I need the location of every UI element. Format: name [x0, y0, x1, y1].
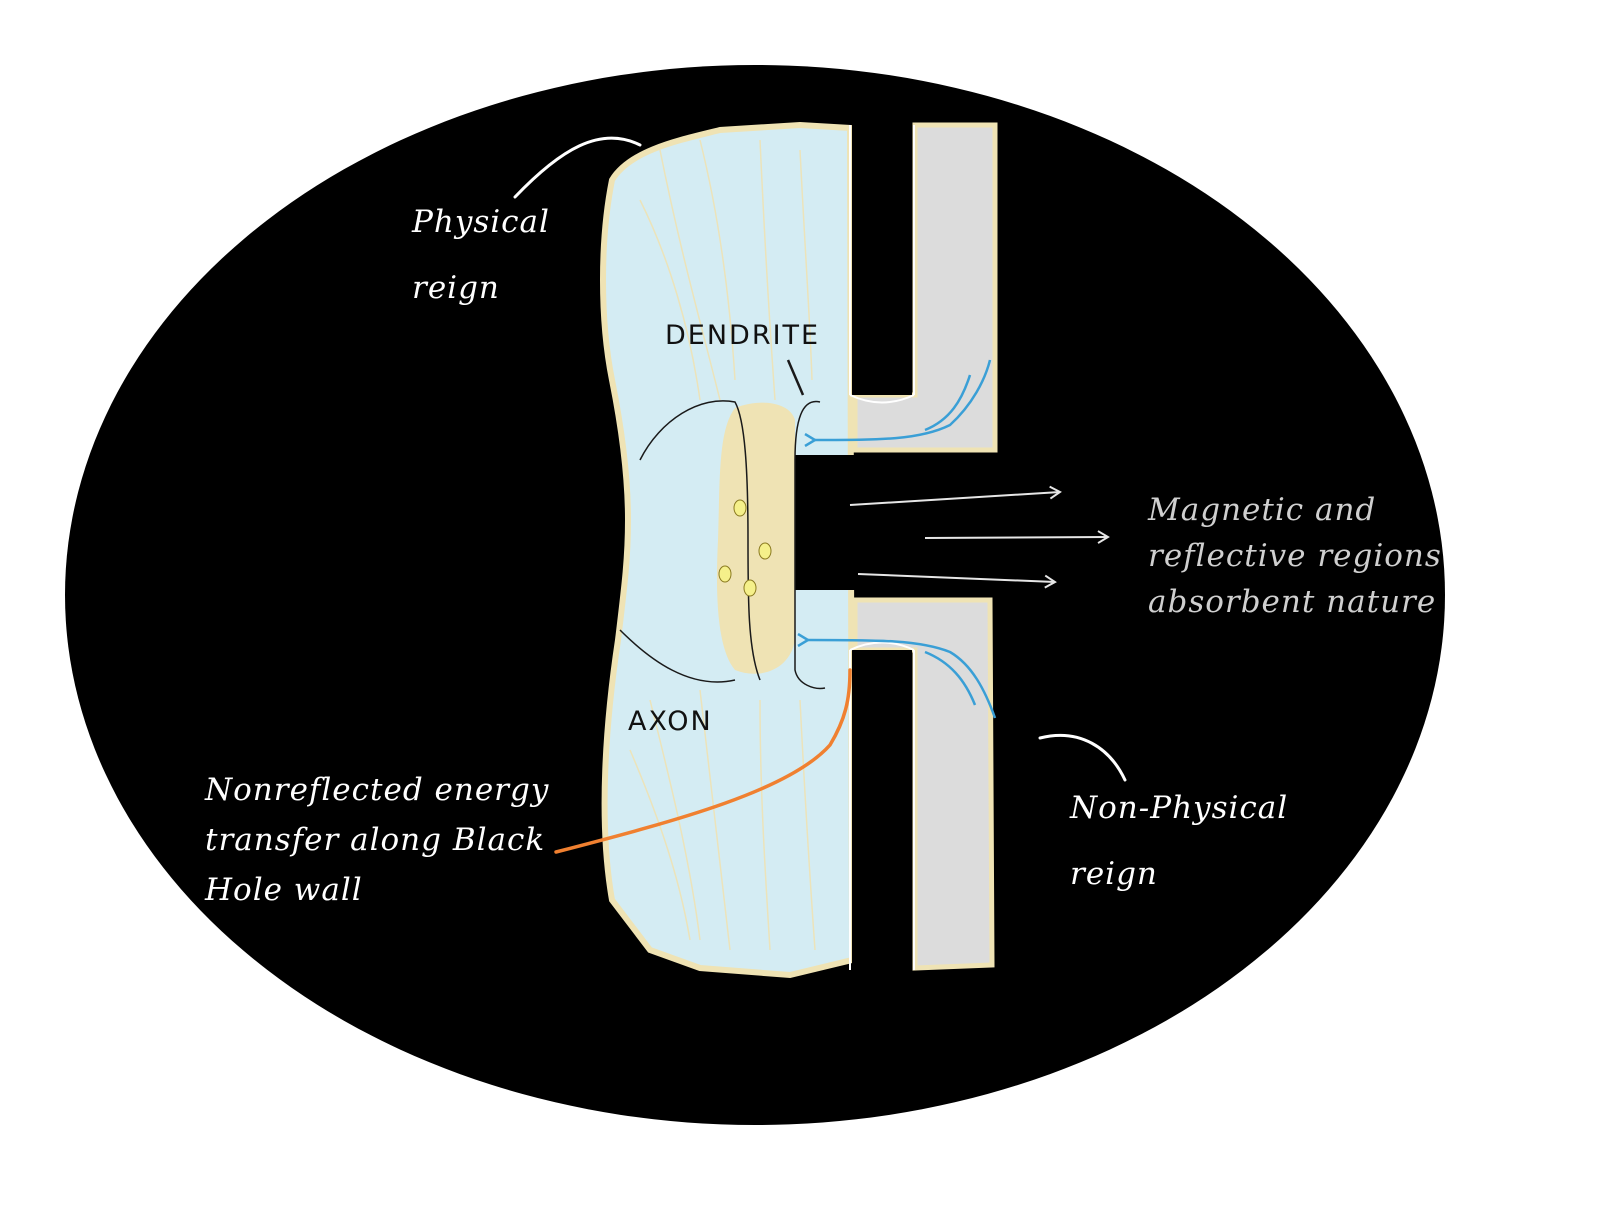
black-hole-wall [768, 125, 1040, 970]
nonphysical-leader [1038, 733, 1127, 782]
vesicle [743, 579, 757, 597]
energy-flow-arrow-top-inner [924, 374, 972, 432]
physical-label-line1: Physical [411, 204, 550, 240]
nonphysical-label-line1: Non-Physical [1069, 790, 1288, 826]
magnetic-label-line1: Magnetic and [1147, 492, 1376, 528]
nonphysical-label-line2: reign [1070, 856, 1158, 892]
outward-arrow [924, 530, 1110, 544]
leader-lines [513, 136, 1127, 782]
vesicles [718, 499, 772, 597]
axon-label: AXON [628, 706, 713, 737]
energy-flow-arrows [808, 359, 997, 719]
nonreflected-label-line3: Hole wall [204, 872, 363, 908]
vesicle [718, 565, 732, 583]
physical-label-line2: reign [412, 270, 500, 306]
energy-flow-arrow-bottom-inner [924, 650, 977, 706]
magnetic-label-line3: absorbent nature [1148, 584, 1436, 620]
energy-flow-arrow-bottom [808, 640, 997, 719]
outward-arrow [857, 573, 1057, 589]
magnetic-label-line2: reflective regions [1148, 538, 1442, 574]
nonreflected-leader [554, 668, 852, 854]
outward-arrow [849, 485, 1062, 506]
dendrite-label: DENDRITE [665, 320, 820, 351]
outward-arrows [849, 485, 1110, 589]
physical-leader [513, 136, 642, 199]
synapse-body [716, 402, 795, 674]
nonreflected-label-line1: Nonreflected energy [204, 772, 549, 808]
vesicle [733, 499, 747, 517]
vesicle [758, 542, 772, 560]
nonreflected-label-line2: transfer along Black [205, 822, 545, 858]
energy-flow-arrow-top [815, 359, 992, 440]
physical-texture [629, 139, 816, 951]
neuron-outlines [619, 359, 826, 690]
